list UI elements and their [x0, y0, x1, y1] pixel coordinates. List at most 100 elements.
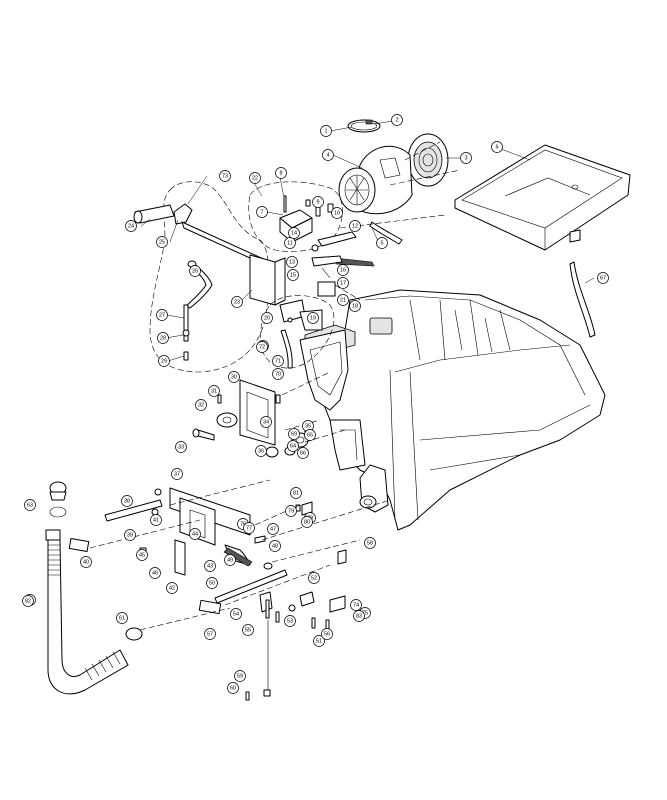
callout-43: 43	[204, 560, 216, 572]
callout-36: 36	[255, 445, 267, 457]
assembly-lines	[89, 141, 461, 631]
callout-5: 5	[376, 237, 388, 249]
callout-circle	[208, 385, 220, 397]
callout-26: 26	[189, 265, 201, 277]
callout-13: 13	[286, 256, 298, 268]
callout-circle	[284, 615, 296, 627]
callout-number: 10	[334, 210, 340, 216]
callout-circle	[313, 635, 325, 647]
callout-50: 50	[206, 577, 218, 589]
callout-circle	[256, 206, 268, 218]
callout-circle	[337, 294, 349, 306]
callout-6: 6	[491, 141, 503, 153]
callout-23: 23	[231, 296, 243, 308]
callout-number: 1	[324, 128, 327, 134]
callout-77: 77	[243, 522, 255, 534]
callout-circle	[297, 447, 309, 459]
callout-number: 83	[356, 613, 362, 619]
callout-number: 2	[395, 117, 398, 123]
callout-circle	[224, 554, 236, 566]
callout-circle	[284, 237, 296, 249]
callout-circle	[261, 312, 273, 324]
callout-circle	[376, 237, 388, 249]
callout-11: 11	[284, 237, 296, 249]
callout-44: 44	[189, 528, 201, 540]
callout-46: 46	[149, 567, 161, 579]
callout-number: 70	[275, 371, 281, 377]
callout-31: 31	[208, 385, 220, 397]
callout-17: 17	[337, 277, 349, 289]
callout-number: 16	[340, 267, 346, 273]
callout-circle	[125, 220, 137, 232]
callout-number: 51	[316, 638, 322, 644]
callout-number: 28	[160, 335, 166, 341]
callout-circle	[195, 399, 207, 411]
callout-18: 18	[349, 300, 361, 312]
callout-number: 41	[153, 517, 159, 523]
callout-number: 42	[169, 585, 175, 591]
callout-24: 24	[125, 220, 137, 232]
callout-12: 12	[349, 220, 361, 232]
callout-number: 19	[310, 315, 316, 321]
callout-circle	[308, 572, 320, 584]
callout-circle	[337, 277, 349, 289]
callout-30: 30	[228, 371, 240, 383]
callout-circle	[234, 670, 246, 682]
callout-number: 33	[178, 444, 184, 450]
callout-number: 39	[127, 532, 133, 538]
callout-circle	[175, 441, 187, 453]
callout-circle	[228, 371, 240, 383]
callout-circle	[260, 416, 272, 428]
callout-circle	[227, 682, 239, 694]
callout-number: 48	[272, 543, 278, 549]
callout-circle	[349, 220, 361, 232]
callout-circle	[312, 196, 324, 208]
callout-circle	[491, 141, 503, 153]
callout-55: 55	[242, 624, 254, 636]
callout-circle	[189, 265, 201, 277]
callout-circle	[301, 516, 313, 528]
callout-number: 50	[209, 580, 215, 586]
callout-circle	[307, 312, 319, 324]
main-housing	[299, 289, 606, 531]
callout-circle	[391, 114, 403, 126]
callout-number: 43	[207, 563, 213, 569]
callout-number: 64	[290, 443, 296, 449]
callout-number: 5	[380, 240, 383, 246]
callout-number: 38	[124, 498, 130, 504]
callout-circle	[321, 628, 333, 640]
drain-hose-assembly	[45, 481, 143, 695]
callout-circle	[285, 505, 297, 517]
switch-bracket-group	[248, 181, 375, 297]
callout-circle	[80, 556, 92, 568]
callout-circle	[124, 529, 136, 541]
callout-2: 2	[391, 114, 403, 126]
callout-60: 60	[227, 682, 239, 694]
callout-circle	[269, 540, 281, 552]
callout-33: 33	[175, 441, 187, 453]
callout-circle	[150, 514, 162, 526]
callout-number: 34	[263, 419, 269, 425]
callout-71: 71	[272, 355, 284, 367]
handle-assembly	[133, 181, 286, 373]
callout-74: 74	[350, 599, 362, 611]
callout-number: 49	[227, 557, 233, 563]
callout-48: 48	[269, 540, 281, 552]
tray	[454, 144, 631, 251]
callout-7: 7	[256, 206, 268, 218]
callout-number: 58	[367, 540, 373, 546]
callout-38: 38	[121, 495, 133, 507]
callout-number: 17	[340, 280, 346, 286]
callout-number: 53	[287, 618, 293, 624]
callout-circle	[242, 624, 254, 636]
callout-number: 12	[352, 223, 358, 229]
callout-number: 29	[161, 358, 167, 364]
callout-41: 41	[150, 514, 162, 526]
callout-circle	[204, 560, 216, 572]
callout-number: 79	[288, 508, 294, 514]
callout-circle	[206, 577, 218, 589]
callout-circle	[320, 125, 332, 137]
callout-number: 3	[464, 155, 467, 161]
callout-number: 30	[231, 374, 237, 380]
